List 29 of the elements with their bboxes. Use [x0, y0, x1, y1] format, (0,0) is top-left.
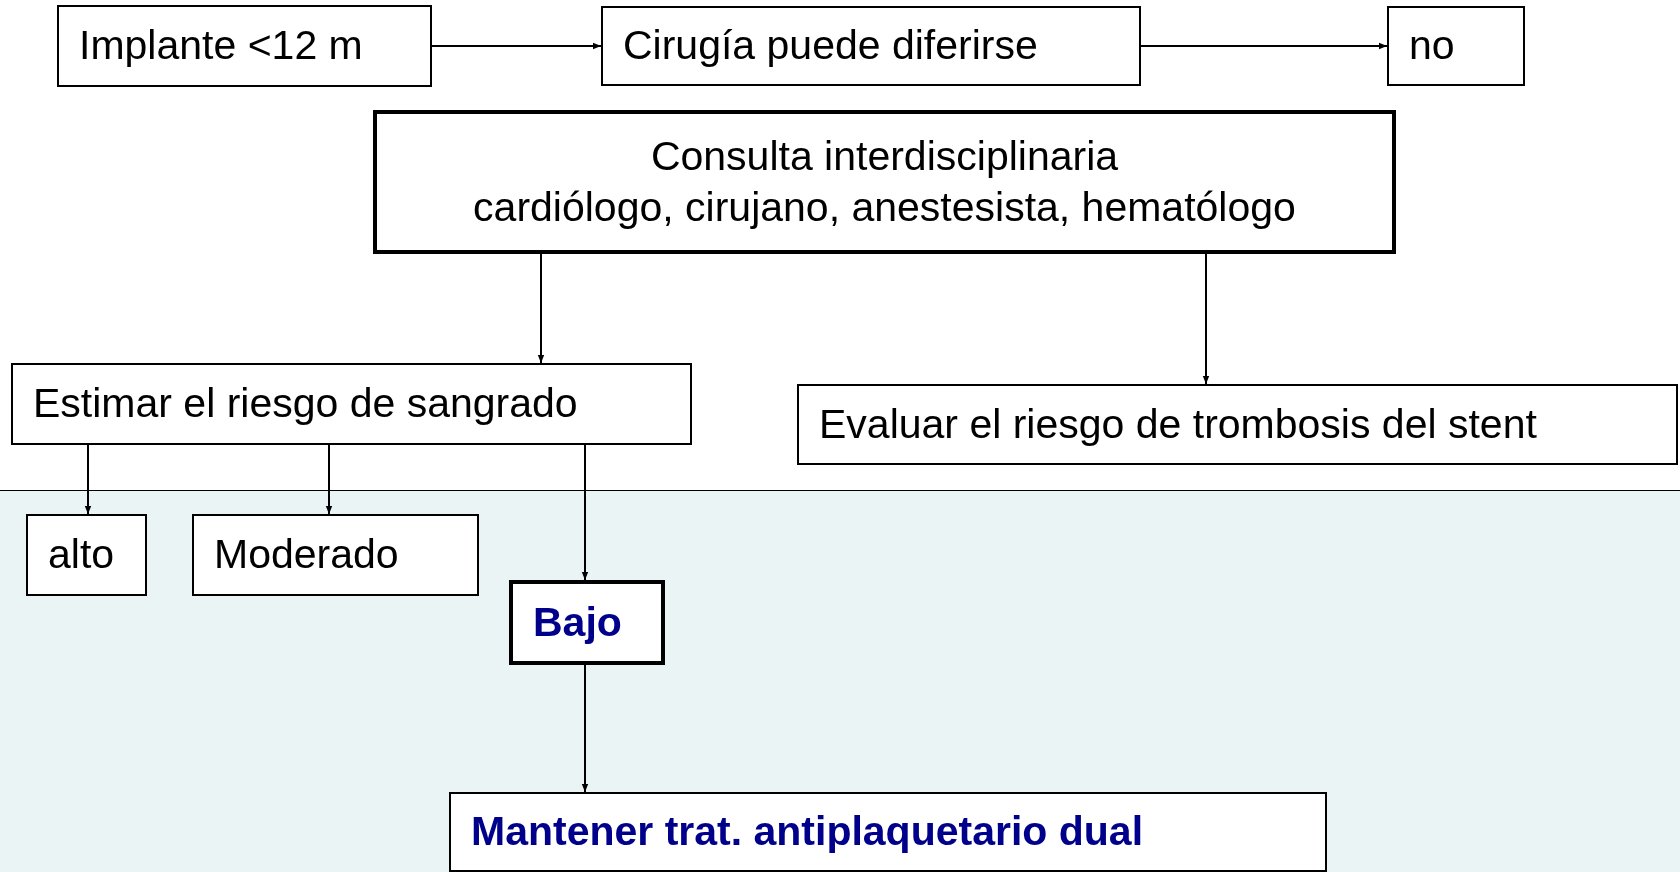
arrow [537, 253, 545, 364]
process-box [373, 110, 1396, 254]
box-label: alto [48, 530, 115, 580]
arrow [581, 444, 589, 581]
process-box [797, 384, 1678, 465]
arrow [325, 444, 333, 515]
box-label: Consulta interdisciplinaria [650, 131, 1119, 181]
box-label: Mantener trat. antiplaquetario dual [471, 807, 1144, 857]
process-box [601, 6, 1141, 86]
box-label: cardiólogo, cirujano, anestesista, hematólogo [473, 183, 1296, 232]
process-box [449, 792, 1327, 872]
arrow [1202, 253, 1210, 385]
process-box [1387, 6, 1525, 86]
process-box [26, 514, 147, 596]
arrow [431, 42, 602, 50]
box-label: Bajo [533, 597, 622, 647]
box-label: Moderado [214, 530, 399, 580]
process-box [509, 580, 665, 665]
process-box [11, 363, 692, 445]
arrow [1140, 42, 1388, 50]
process-box [192, 514, 479, 596]
process-box [57, 5, 432, 87]
arrow [581, 664, 589, 793]
box-label: Implante <12 m [79, 21, 363, 71]
box-label: no [1409, 21, 1455, 71]
box-label: Estimar el riesgo de sangrado [33, 379, 578, 429]
arrow [84, 444, 92, 515]
box-label: Cirugía puede diferirse [623, 21, 1038, 71]
box-label: Evaluar el riesgo de trombosis del stent [819, 399, 1537, 449]
